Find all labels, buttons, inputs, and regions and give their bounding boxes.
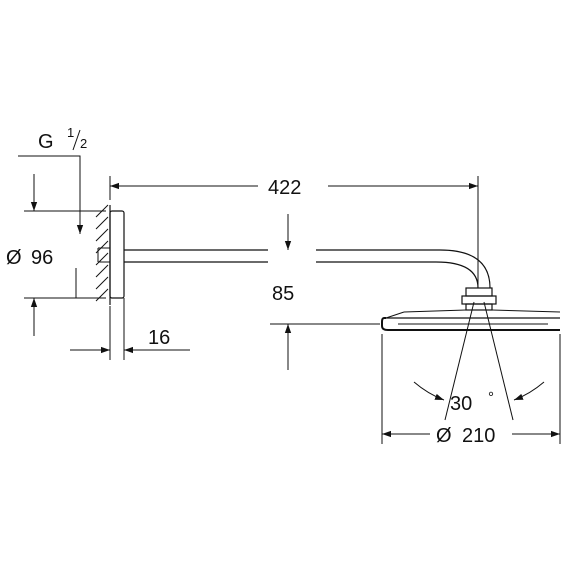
- shower-head: [381, 309, 561, 331]
- flange-depth-dimension: 16: [70, 298, 190, 360]
- thread-numerator: 1: [67, 125, 74, 140]
- wall-hatching: [95, 204, 111, 305]
- drop-dimension: 85: [270, 214, 380, 370]
- head-diameter-value: 210: [462, 425, 495, 447]
- shower-arm: [124, 249, 491, 289]
- flange-diameter-symbol: Ø: [6, 247, 22, 269]
- arm-length-value: 422: [268, 177, 301, 199]
- head-diameter-symbol: Ø: [436, 425, 452, 447]
- drop-value: 85: [272, 283, 294, 305]
- spray-angle-unit: °: [488, 389, 494, 406]
- wall-flange: [109, 210, 125, 299]
- thread-size-label: G 1 2: [18, 125, 87, 234]
- spray-angle-value: 30: [450, 393, 472, 415]
- head-diameter-dimension: Ø 210: [381, 334, 561, 447]
- spray-angle-dimension: 30 °: [413, 301, 545, 421]
- arm-length-dimension: 422: [109, 176, 479, 286]
- thread-denominator: 2: [80, 136, 87, 151]
- ball-joint-connector: [461, 287, 497, 311]
- flange-diameter-value: 96: [31, 247, 53, 269]
- flange-diameter-dimension: Ø 96: [6, 174, 106, 336]
- thread-prefix: G: [38, 131, 54, 153]
- flange-depth-value: 16: [148, 327, 170, 349]
